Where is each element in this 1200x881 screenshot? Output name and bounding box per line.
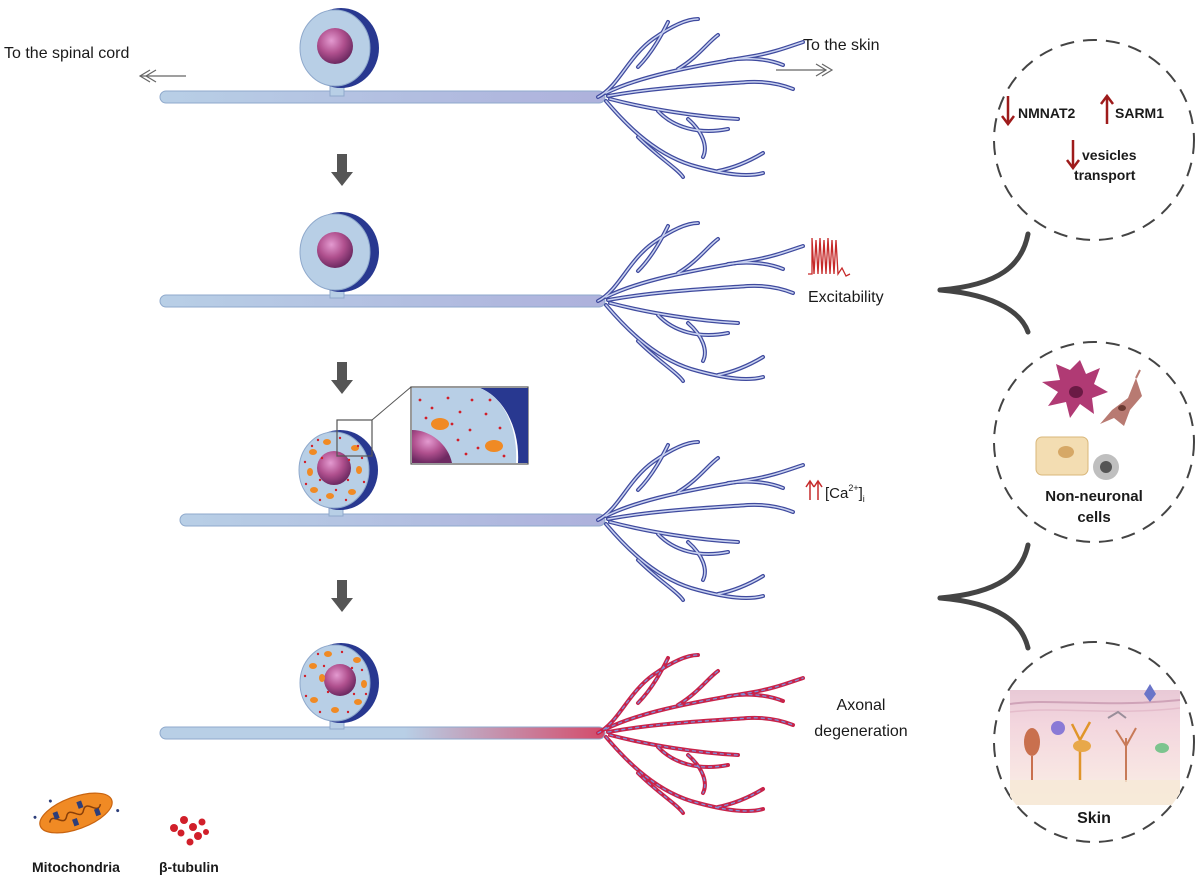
mitochondria-icon	[30, 779, 121, 843]
vesicles-label-line1: vesicles	[1082, 147, 1137, 163]
axonal-degeneration-label-line2: degeneration	[814, 723, 907, 740]
non-neuronal-label-line1: Non-neuronal	[1045, 488, 1143, 505]
down-arrow-icon	[331, 154, 353, 186]
down-arrow-icon	[1002, 96, 1014, 124]
neuron-cell-icon	[1100, 370, 1142, 426]
neuron-stage-2	[160, 212, 803, 381]
molecular-changes-circle: NMNAT2 SARM1 vesicles transport	[994, 40, 1194, 240]
to-spinal-cord-label: To the spinal cord	[4, 45, 129, 62]
vesicles-label-line2: transport	[1074, 167, 1136, 183]
down-arrow-icon	[331, 362, 353, 394]
spinal-cord-arrow-icon	[140, 70, 186, 82]
double-up-arrow-icon	[806, 481, 822, 500]
axonal-degeneration-label-line1: Axonal	[837, 697, 886, 714]
skin-label: Skin	[1077, 810, 1111, 827]
neuron-stage-1	[160, 8, 803, 177]
up-arrow-icon	[1101, 96, 1113, 124]
action-potential-icon	[808, 238, 850, 276]
neuron-stage-4	[160, 643, 803, 813]
schwann-cell-icon	[1036, 437, 1088, 475]
sarm1-label: SARM1	[1115, 105, 1164, 121]
skin-section-icon	[1010, 684, 1180, 805]
nerve-ending	[598, 442, 803, 600]
excitability-label: Excitability	[808, 289, 884, 306]
soma-zoom-inset	[411, 387, 528, 464]
degenerated-nerve-ending	[598, 655, 803, 813]
to-skin-label: To the skin	[803, 37, 879, 54]
down-arrow-icon	[331, 580, 353, 612]
satellite-cell-icon	[1093, 454, 1119, 480]
tubulin-icon	[170, 816, 209, 846]
microglia-icon	[1042, 360, 1108, 418]
beta-tubulin-label: β-tubulin	[159, 859, 219, 875]
nerve-ending	[598, 223, 803, 381]
connector-bracket	[940, 545, 1028, 648]
down-arrow-icon	[1067, 140, 1079, 168]
mitochondria-label: Mitochondria	[32, 859, 120, 875]
non-neuronal-cells-circle: Non-neuronal cells	[994, 342, 1194, 542]
nmnat2-label: NMNAT2	[1018, 105, 1076, 121]
nucleus	[317, 28, 353, 64]
non-neuronal-label-line2: cells	[1077, 509, 1110, 526]
calcium-label: [Ca2+]i	[825, 483, 865, 504]
nucleus	[317, 232, 353, 268]
skin-circle: Skin	[994, 642, 1194, 842]
nerve-ending	[598, 19, 803, 177]
connector-bracket	[940, 234, 1028, 332]
legend: Mitochondria β-tubulin	[30, 779, 219, 875]
